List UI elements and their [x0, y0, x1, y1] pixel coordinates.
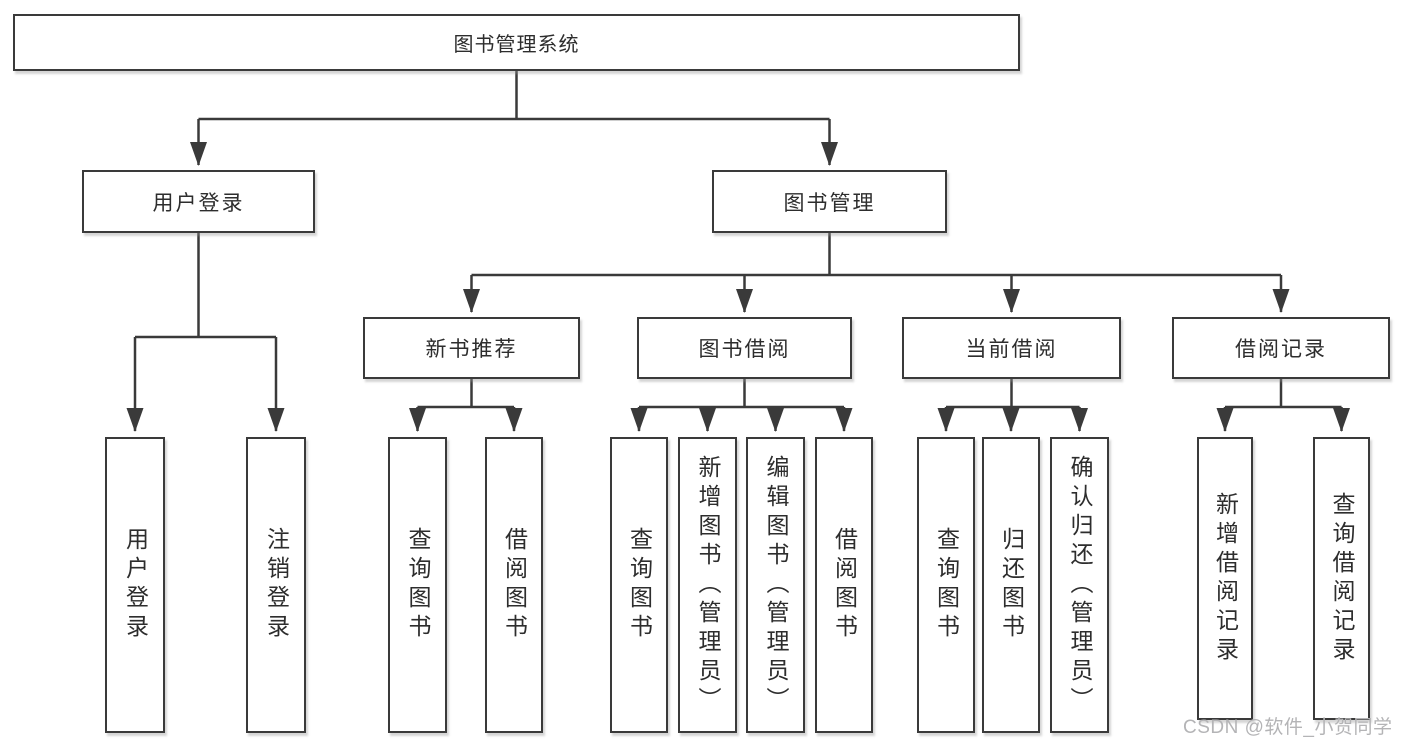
node-current-borrow-label: 当前借阅 [965, 338, 1058, 361]
leaf-user-login: 用户登录 [105, 437, 165, 733]
leaf-return-book-label: 归还图书 [998, 527, 1025, 643]
leaf-recommend-borrow-books: 借阅图书 [485, 437, 543, 733]
leaf-recommend-query-books: 查询图书 [388, 437, 447, 733]
leaf-borrow-borrow-books: 借阅图书 [815, 437, 873, 733]
node-user-login-label: 用户登录 [152, 191, 245, 215]
wire-recommend-trunk [417, 379, 514, 409]
node-book-borrow-label: 图书借阅 [698, 338, 791, 361]
leaf-add-book-admin-label: 新增图书（管理员） [695, 454, 721, 716]
leaf-recommend-query-books-label: 查询图书 [405, 527, 431, 643]
wire-current-trunk [946, 379, 1080, 409]
leaf-add-borrow-record: 新增借阅记录 [1197, 437, 1253, 720]
leaf-add-borrow-record-label: 新增借阅记录 [1212, 491, 1239, 666]
leaf-borrow-borrow-books-label: 借阅图书 [831, 527, 858, 643]
leaf-return-book: 归还图书 [982, 437, 1040, 733]
node-user-login: 用户登录 [82, 170, 315, 233]
leaf-edit-book-admin: 编辑图书（管理员） [746, 437, 805, 733]
leaf-query-borrow-record: 查询借阅记录 [1313, 437, 1370, 720]
leaf-confirm-return-admin-label: 确认归还（管理员） [1067, 454, 1093, 716]
wire-borrow-trunk [639, 379, 844, 409]
leaf-add-book-admin: 新增图书（管理员） [678, 437, 737, 733]
node-new-book-recommend-label: 新书推荐 [425, 338, 518, 361]
node-book-borrow: 图书借阅 [637, 317, 852, 379]
leaf-confirm-return-admin: 确认归还（管理员） [1050, 437, 1109, 733]
wire-root-trunk [198, 71, 830, 121]
leaf-borrow-query-books: 查询图书 [610, 437, 668, 733]
node-borrow-records-label: 借阅记录 [1235, 338, 1327, 361]
node-book-management-label: 图书管理 [783, 191, 876, 215]
leaf-recommend-borrow-books-label: 借阅图书 [501, 527, 528, 643]
leaf-edit-book-admin-label: 编辑图书（管理员） [763, 454, 789, 716]
node-current-borrow: 当前借阅 [902, 317, 1121, 379]
leaf-user-login-label: 用户登录 [122, 527, 149, 643]
leaf-borrow-query-books-label: 查询图书 [626, 527, 653, 643]
leaf-query-borrow-record-label: 查询借阅记录 [1329, 491, 1355, 666]
node-borrow-records: 借阅记录 [1172, 317, 1390, 379]
wire-records-trunk [1225, 379, 1342, 409]
wire-userlogin-trunk [135, 233, 276, 339]
node-root: 图书管理系统 [13, 14, 1020, 71]
leaf-current-query-books: 查询图书 [917, 437, 975, 733]
node-new-book-recommend: 新书推荐 [363, 317, 580, 379]
leaf-current-query-books-label: 查询图书 [933, 527, 960, 643]
csdn-watermark: CSDN @软件_小贺同学 [1183, 717, 1393, 738]
wire-bookmgmt-trunk [471, 233, 1281, 277]
leaf-logout-label: 注销登录 [263, 527, 290, 643]
node-root-label: 图书管理系统 [453, 34, 580, 56]
leaf-logout: 注销登录 [246, 437, 306, 733]
node-book-management: 图书管理 [712, 170, 947, 233]
